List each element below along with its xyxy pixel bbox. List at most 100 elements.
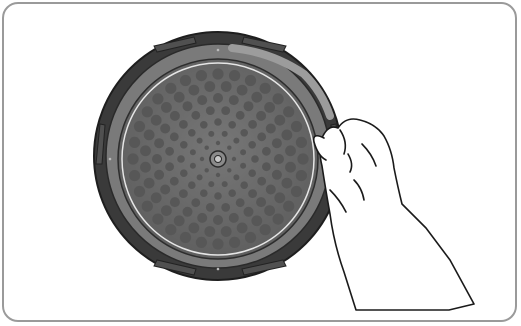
- dimple: [154, 170, 164, 180]
- dimple: [174, 92, 185, 103]
- dimple: [177, 155, 185, 163]
- dimple: [274, 115, 285, 126]
- dimple: [160, 124, 170, 134]
- dimple: [285, 145, 296, 156]
- dimple: [152, 154, 162, 164]
- dimple: [266, 124, 276, 134]
- dimple: [165, 147, 174, 156]
- dimple: [127, 153, 138, 164]
- dimple: [214, 192, 222, 200]
- dimple: [196, 70, 207, 81]
- dimple: [197, 174, 203, 180]
- dimple: [227, 168, 231, 172]
- dimple: [273, 214, 284, 225]
- dimple: [151, 115, 162, 126]
- dimple: [200, 189, 208, 197]
- dimple: [272, 138, 282, 148]
- dimple: [248, 120, 257, 129]
- dimple: [190, 163, 196, 169]
- dimple: [248, 141, 256, 149]
- dimple: [142, 106, 153, 117]
- dimple: [222, 131, 228, 137]
- dimple: [228, 189, 236, 197]
- center-knob-inner: [215, 156, 222, 163]
- dimple: [221, 203, 230, 212]
- dimple: [174, 215, 185, 226]
- dimple: [216, 173, 220, 177]
- dimple: [222, 181, 228, 187]
- dimple: [197, 138, 203, 144]
- dimple: [228, 121, 236, 129]
- dimple: [151, 192, 162, 203]
- dimple: [190, 149, 196, 155]
- dimple: [180, 169, 188, 177]
- dimple: [262, 147, 271, 156]
- dimple: [160, 185, 170, 195]
- dimple: [221, 226, 232, 237]
- dimple: [227, 146, 231, 150]
- dimple: [180, 232, 191, 243]
- dimple: [273, 93, 284, 104]
- dimple: [236, 111, 245, 120]
- dimple: [180, 75, 191, 86]
- dimple: [144, 130, 155, 141]
- dimple: [237, 223, 248, 234]
- dimple: [213, 93, 223, 103]
- dimple: [264, 102, 275, 113]
- dimple: [256, 111, 266, 121]
- dimple: [240, 129, 248, 137]
- dimple: [221, 106, 230, 115]
- illustration-frame: [2, 2, 517, 322]
- dimple: [251, 215, 262, 226]
- dimple: [296, 137, 307, 148]
- dimple: [134, 121, 145, 132]
- dimple: [197, 95, 207, 105]
- dimple: [208, 181, 214, 187]
- dimple: [260, 224, 271, 235]
- dimple: [206, 106, 215, 115]
- dimple: [282, 130, 293, 141]
- dimple: [188, 129, 196, 137]
- dimple: [262, 162, 271, 171]
- dimple: [142, 201, 153, 212]
- dimple: [180, 141, 188, 149]
- dimple: [233, 138, 239, 144]
- dimple: [285, 162, 296, 173]
- dimple: [205, 146, 209, 150]
- dimple: [236, 198, 245, 207]
- dimple: [161, 102, 172, 113]
- dimple: [240, 181, 248, 189]
- dimple: [144, 178, 155, 189]
- dimple: [229, 70, 240, 81]
- dimple: [212, 68, 223, 79]
- dimple: [183, 207, 193, 217]
- dimple: [296, 170, 307, 181]
- hand: [314, 119, 474, 310]
- dimple: [244, 101, 254, 111]
- dimple: [272, 170, 282, 180]
- dimple: [165, 162, 174, 171]
- dimple: [189, 85, 200, 96]
- dimple: [264, 205, 275, 216]
- dimple: [291, 121, 302, 132]
- dimple: [232, 157, 236, 161]
- dimple: [197, 213, 207, 223]
- dimple: [237, 85, 248, 96]
- dimple: [260, 83, 271, 94]
- dimple: [248, 169, 256, 177]
- dimple: [212, 238, 223, 249]
- dimple: [297, 153, 308, 164]
- dimple: [140, 162, 151, 173]
- dimple: [282, 178, 293, 189]
- dimple: [204, 226, 215, 237]
- dimple: [152, 214, 163, 225]
- dimple: [214, 118, 222, 126]
- dimple: [170, 132, 179, 141]
- dimple: [291, 186, 302, 197]
- dimple: [229, 237, 240, 248]
- dimple: [140, 145, 151, 156]
- dimple: [233, 174, 239, 180]
- dimple: [208, 131, 214, 137]
- dimple: [216, 141, 220, 145]
- dimple: [251, 155, 259, 163]
